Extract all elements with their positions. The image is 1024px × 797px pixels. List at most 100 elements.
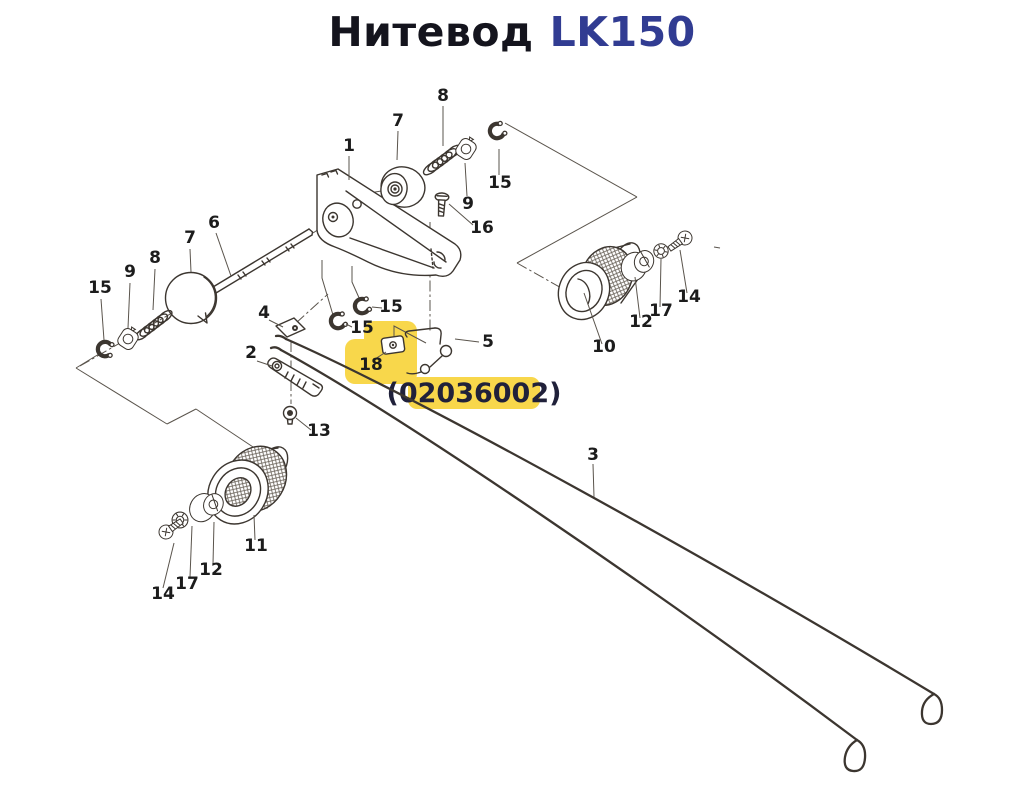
title-part-name: Нитевод <box>328 8 534 56</box>
assembly-axis <box>295 293 329 324</box>
part-label-13: 13 <box>307 421 331 441</box>
part-label-14-left: 14 <box>151 584 175 604</box>
leader-7-top <box>396 130 399 161</box>
part-label-6: 6 <box>208 213 220 233</box>
part-label-12-right: 12 <box>629 312 653 332</box>
leader-15-under-1 <box>371 306 383 309</box>
page-title: Нитевод LK150 <box>0 8 1024 56</box>
part-4-plate <box>275 317 306 338</box>
part-label-18: 18 <box>359 355 383 375</box>
part-label-15-under-1: 15 <box>379 297 403 317</box>
leader-14-right <box>679 249 688 294</box>
body-notches <box>321 169 339 178</box>
part-8-spring-left <box>134 309 173 341</box>
leader-15-under-2 <box>345 323 353 328</box>
part-3-yarn-guide-wires <box>269 334 944 773</box>
part-label-15-topright: 15 <box>488 173 512 193</box>
construction-line <box>75 367 168 425</box>
part-15-eclip-under-body-1 <box>353 296 372 314</box>
leader-16 <box>448 203 474 226</box>
part-15-eclip-left <box>96 339 115 358</box>
construction-line <box>516 196 638 264</box>
highlighted-part-number[interactable]: (02036002) <box>387 378 562 409</box>
wire-start-hook <box>274 334 288 341</box>
part-label-9-left: 9 <box>124 262 136 282</box>
part-label-3: 3 <box>587 445 599 465</box>
clip-pin-line <box>321 260 334 316</box>
body-edge-line <box>345 190 447 263</box>
part-7-roller-left <box>164 271 218 325</box>
leader-11 <box>253 514 256 541</box>
part-label-11: 11 <box>244 536 268 556</box>
part-label-14-right: 14 <box>677 287 701 307</box>
part-label-1: 1 <box>343 136 355 156</box>
wire-start-hook <box>269 346 283 352</box>
part-label-17-right: 17 <box>649 301 673 321</box>
construction-line <box>75 353 100 369</box>
leader-lines <box>100 106 688 589</box>
part-label-15-left: 15 <box>88 278 112 298</box>
part-10-knob <box>557 242 641 321</box>
part-5-wire-spring <box>404 327 453 375</box>
wire-upper <box>284 337 936 696</box>
part-label-7-left: 7 <box>184 228 196 248</box>
construction-line <box>166 408 197 425</box>
part-label-4: 4 <box>258 303 270 323</box>
part-9-washer-top <box>453 133 481 163</box>
construction-line <box>504 122 638 198</box>
part-label-10: 10 <box>592 337 616 357</box>
part-label-16: 16 <box>470 218 494 238</box>
assembly-axis <box>516 262 573 295</box>
leader-5 <box>454 338 480 343</box>
wire-lower <box>279 348 859 742</box>
body-edge-line <box>349 237 435 269</box>
part-label-8-top: 8 <box>437 86 449 106</box>
leader-18 <box>374 351 387 360</box>
body-boss <box>322 202 354 238</box>
part-13-screw <box>282 405 298 425</box>
clip-pin-line <box>351 266 361 301</box>
part-1-carrier-body <box>316 168 462 278</box>
part-label-7-top: 7 <box>392 111 404 131</box>
part-label-17-left: 17 <box>175 574 199 594</box>
part-label-2: 2 <box>245 343 257 363</box>
leader-7-left <box>189 248 192 273</box>
wire-lower-loop <box>843 738 867 773</box>
part-9-washer-left <box>115 323 143 353</box>
highlight-pill <box>408 377 540 409</box>
leader-12-left <box>212 521 215 565</box>
part-7-roller-top <box>380 166 426 208</box>
part-18-plate <box>380 335 406 355</box>
leader-10 <box>583 292 603 345</box>
part-6-shaft <box>211 228 314 294</box>
wire-upper-loop <box>920 692 944 726</box>
leader-3 <box>592 463 595 498</box>
part-2-bracket <box>267 357 324 397</box>
leader-9-top <box>464 162 468 197</box>
stray-mark <box>713 246 721 249</box>
leader-8-left <box>152 268 156 311</box>
leader-17-right <box>659 258 662 308</box>
part-labels: 1 7 8 9 15 16 6 7 8 9 15 4 2 13 15 15 18… <box>88 86 701 604</box>
leader-6 <box>215 232 232 277</box>
leader-4 <box>268 319 284 328</box>
part-label-8-left: 8 <box>149 248 161 268</box>
part-15-eclip-topright <box>488 121 508 141</box>
leader-9-left <box>127 282 131 329</box>
part-label-5: 5 <box>482 332 494 352</box>
leader-12-right <box>634 276 641 319</box>
leader-14-left <box>162 542 175 589</box>
part-8-spring-top <box>422 144 462 176</box>
part-15-eclip-under-body-2 <box>329 311 348 329</box>
part-label-15-under-2: 15 <box>350 318 374 338</box>
part-label-9-top: 9 <box>462 194 474 214</box>
leader-2 <box>256 360 273 367</box>
body-end-clip <box>433 251 446 269</box>
body-hidden-line <box>430 248 434 269</box>
part-label-12-left: 12 <box>199 560 223 580</box>
part-11-knob <box>207 445 289 525</box>
body-small-hole <box>352 199 362 209</box>
title-model-code: LK150 <box>549 8 696 56</box>
